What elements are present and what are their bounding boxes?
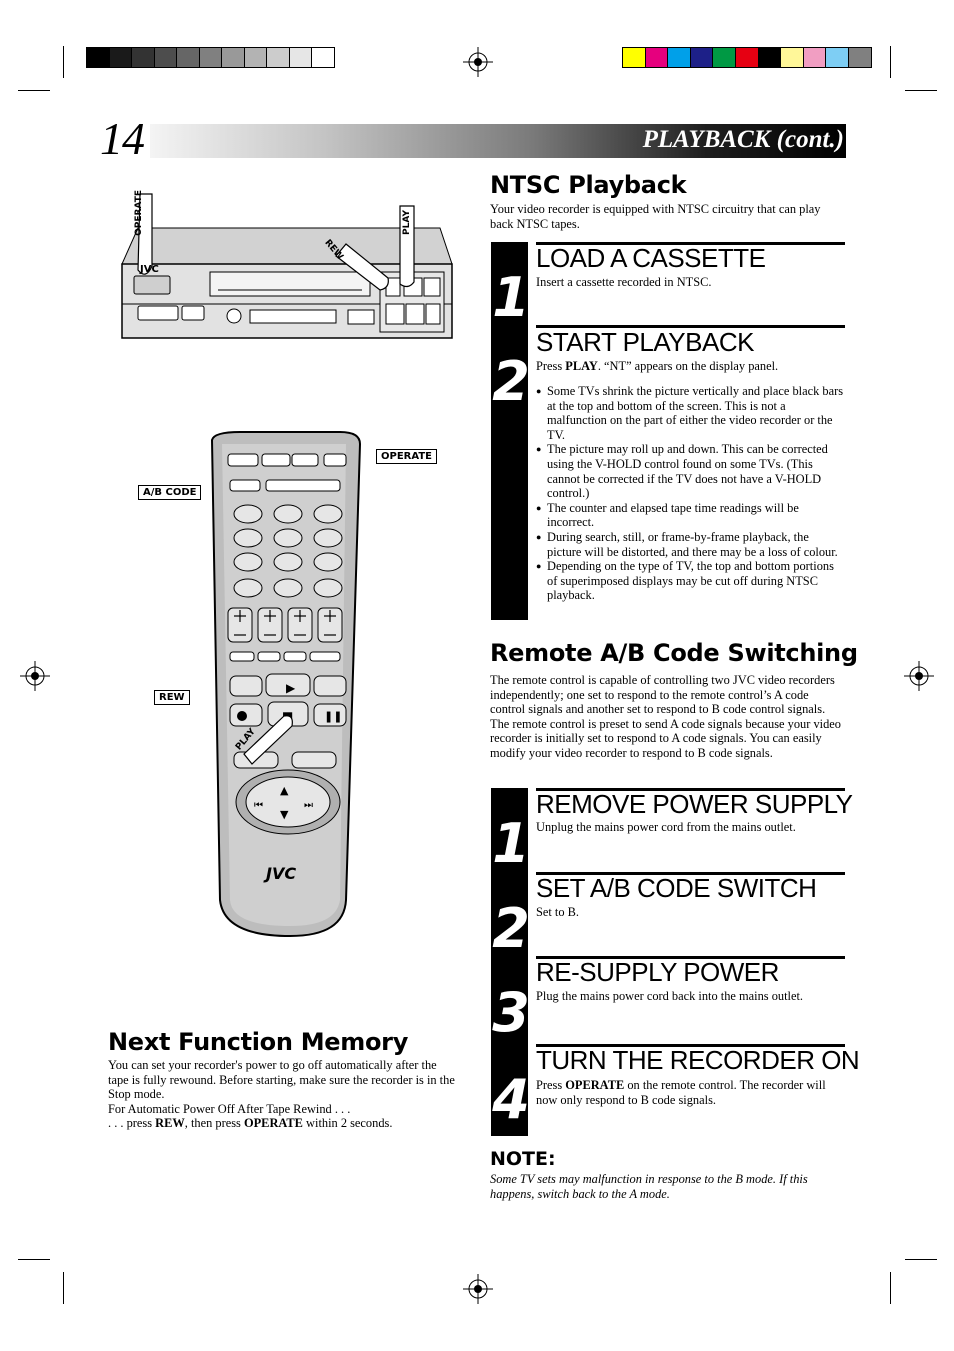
color-swatch xyxy=(780,47,804,68)
remote-ab-heading: Remote A/B Code Switching xyxy=(490,639,858,667)
color-swatch xyxy=(802,47,827,68)
ntsc-step-2-notes: Some TVs shrink the picture vertically a… xyxy=(536,384,844,603)
remote-ab-step-block xyxy=(491,788,528,1136)
note-heading: NOTE: xyxy=(490,1148,556,1170)
page-number: 14 xyxy=(100,113,145,164)
ntsc-heading: NTSC Playback xyxy=(490,171,687,199)
color-swatch xyxy=(735,47,759,68)
remote-ab-step-2-number: 2 xyxy=(492,897,530,960)
svg-text:❚❚: ❚❚ xyxy=(324,710,342,723)
svg-text:⏭: ⏭ xyxy=(304,800,313,811)
remote-ab-step-3-text: Plug the mains power cord back into the … xyxy=(536,989,804,1003)
next-function-line-1: You can set your recorder's power to go … xyxy=(108,1058,455,1102)
remote-logo: JVC xyxy=(266,864,297,883)
remote-ab-step-1-rule xyxy=(536,788,845,791)
color-swatch xyxy=(288,47,312,68)
svg-text:▲: ▲ xyxy=(280,784,289,797)
remote-ab-step-4-title: TURN THE RECORDER ON xyxy=(536,1045,860,1075)
ntsc-intro: Your video recorder is equipped with NTS… xyxy=(490,202,821,231)
ntsc-step-2-number: 2 xyxy=(492,350,530,413)
vcr-play-label: PLAY xyxy=(402,210,412,235)
list-item: Depending on the type of TV, the top and… xyxy=(536,559,844,603)
list-item: The picture may roll up and down. This c… xyxy=(536,442,844,500)
next-function-body: You can set your recorder's power to go … xyxy=(108,1058,458,1131)
color-swatch xyxy=(848,47,872,68)
color-swatch xyxy=(311,47,335,68)
ntsc-step-1-text: Insert a cassette recorded in NTSC. xyxy=(536,275,712,289)
color-swatch xyxy=(108,47,132,68)
list-item: During search, still, or frame-by-frame … xyxy=(536,530,844,559)
color-swatch xyxy=(712,47,736,68)
ntsc-step-1-rule xyxy=(536,242,845,245)
remote-ab-step-4-text: Press OPERATE on the remote control. The… xyxy=(536,1078,826,1107)
remote-ab-step-2-rule xyxy=(536,872,845,875)
remote-ab-step-4-number: 4 xyxy=(492,1068,530,1131)
crop-mark-top-left-v xyxy=(63,46,64,78)
ntsc-step-block xyxy=(491,242,528,620)
color-swatch xyxy=(266,47,290,68)
svg-text:▶: ▶ xyxy=(286,681,296,695)
registration-target-icon xyxy=(463,47,493,77)
next-function-line-3: . . . press REW, then press OPERATE with… xyxy=(108,1116,393,1131)
color-swatch xyxy=(667,47,691,68)
ntsc-step-2-rule xyxy=(536,325,845,328)
remote-ab-step-4-rule xyxy=(536,1044,845,1047)
crop-mark-bottom-right-v xyxy=(890,1272,891,1304)
remote-ab-step-2-title: SET A/B CODE SWITCH xyxy=(536,873,817,903)
remote-control-illustration: ▶ ■ ❚❚ ▲ ▼ ⏮ ⏭ xyxy=(210,431,362,938)
remote-ab-step-1-number: 1 xyxy=(492,812,530,875)
vcr-illustration xyxy=(121,193,453,339)
remote-ab-intro: The remote control is capable of control… xyxy=(490,673,841,760)
color-swatch xyxy=(153,47,177,68)
crop-mark-top-right-h xyxy=(905,90,937,91)
remote-ab-step-1-text: Unplug the mains power cord from the mai… xyxy=(536,820,796,834)
color-swatch xyxy=(221,47,245,68)
remote-operate-callout: OPERATE xyxy=(376,449,437,464)
list-item: The counter and elapsed tape time readin… xyxy=(536,501,844,530)
crop-mark-bottom-right-h xyxy=(905,1259,937,1260)
crop-mark-top-left-h xyxy=(18,90,50,91)
registration-target-icon xyxy=(20,661,50,691)
list-item: Some TVs shrink the picture vertically a… xyxy=(536,384,844,442)
crop-mark-bottom-left-h xyxy=(18,1259,50,1260)
remote-ab-step-3-rule xyxy=(536,956,845,959)
remote-ab-step-3-number: 3 xyxy=(492,981,530,1044)
svg-text:⏮: ⏮ xyxy=(254,800,263,811)
remote-ab-code-callout: A/B CODE xyxy=(138,485,202,500)
color-swatch xyxy=(825,47,849,68)
ntsc-step-1-number: 1 xyxy=(492,266,530,329)
color-swatch xyxy=(131,47,155,68)
ntsc-step-1-title: LOAD A CASSETTE xyxy=(536,243,766,273)
color-swatch xyxy=(243,47,267,68)
note-text: Some TV sets may malfunction in response… xyxy=(490,1172,808,1201)
next-function-heading: Next Function Memory xyxy=(108,1028,409,1056)
ntsc-step-2-text: Press PLAY. “NT” appears on the display … xyxy=(536,359,779,373)
crop-mark-bottom-left-v xyxy=(63,1272,64,1304)
svg-text:▼: ▼ xyxy=(280,808,289,821)
color-swatch xyxy=(689,47,714,68)
header-bar xyxy=(150,124,846,158)
color-swatch xyxy=(86,47,110,68)
vcr-operate-label: OPERATE xyxy=(134,190,144,236)
remote-rew-callout: REW xyxy=(154,690,190,705)
ntsc-step-2-title: START PLAYBACK xyxy=(536,327,754,357)
remote-ab-step-2-text: Set to B. xyxy=(536,905,580,919)
header-title: PLAYBACK (cont.) xyxy=(642,126,844,153)
color-swatch xyxy=(198,47,222,68)
registration-target-icon xyxy=(463,1274,493,1304)
color-swatch xyxy=(644,47,669,68)
remote-ab-step-1-title: REMOVE POWER SUPPLY xyxy=(536,789,853,819)
remote-ab-step-3-title: RE-SUPPLY POWER xyxy=(536,957,779,987)
next-function-line-2: For Automatic Power Off After Tape Rewin… xyxy=(108,1101,351,1116)
color-swatch xyxy=(622,47,646,68)
color-swatch xyxy=(757,47,782,68)
crop-mark-top-right-v xyxy=(890,46,891,78)
registration-target-icon xyxy=(904,661,934,691)
vcr-logo: JVC xyxy=(140,264,159,275)
color-swatch xyxy=(176,47,200,68)
